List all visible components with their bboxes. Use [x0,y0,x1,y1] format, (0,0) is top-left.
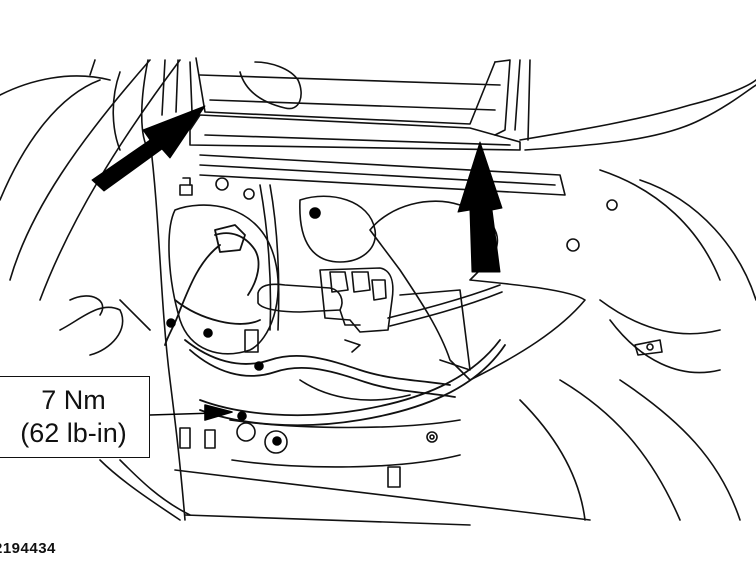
access-openings [168,184,586,381]
arrow-vertical [457,141,503,273]
hole-right-upper [606,199,618,211]
callout-leader [149,404,233,421]
bolt-upper [309,207,321,219]
arrow-diagonal [91,105,206,192]
inner-panel-outline [149,114,591,526]
fasteners [166,207,321,446]
lower-panel-features [179,329,461,488]
torque-metric-label: 7 Nm [41,385,106,415]
lower-left-lines [59,295,191,521]
bolt-torque-target [237,411,247,421]
bolt-center [254,361,264,371]
bolt-left-mid [203,328,213,338]
figure-id: 2194434 [0,540,56,557]
window-frame [195,57,531,141]
right-body-lines [519,79,756,521]
torque-imperial-label: (62 lb-in) [20,418,127,448]
wiring-harness [164,224,506,427]
bolt-lower [272,436,282,446]
bolt-left [166,318,176,328]
door-handle-assembly [257,267,503,353]
torque-callout: 7 Nm (62 lb-in) [0,376,150,458]
removal-arrows [91,105,503,273]
hole-right-mid [566,238,580,252]
